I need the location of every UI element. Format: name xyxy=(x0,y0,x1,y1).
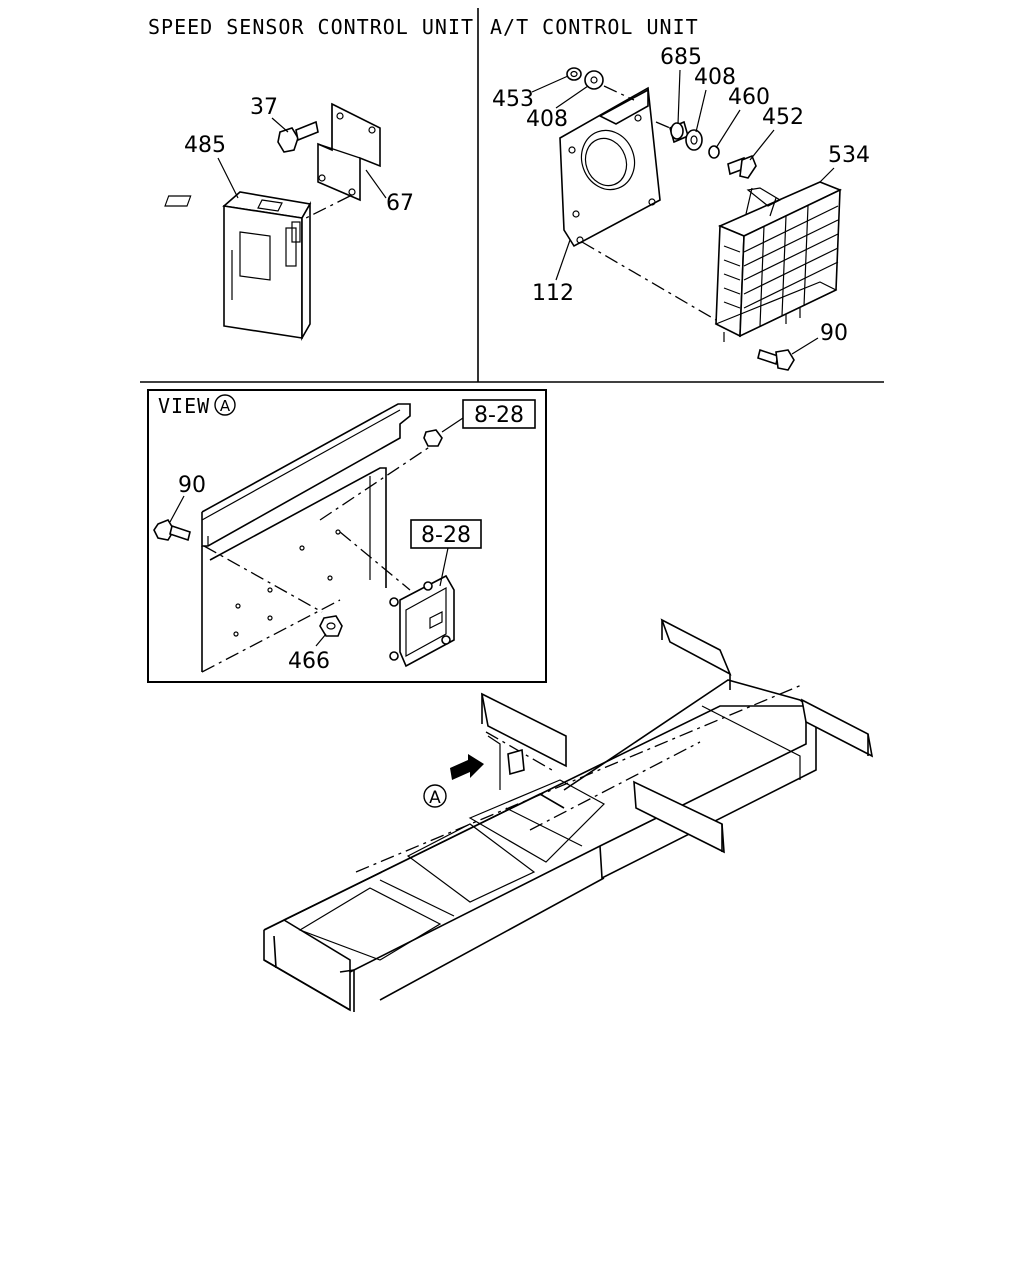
arrow-marker-letter: A xyxy=(429,788,441,808)
ref-box-top[interactable]: 8-28 xyxy=(462,399,536,429)
part-452-label: 452 xyxy=(762,105,804,130)
speed-sensor-unit-view xyxy=(389,574,455,668)
view-marker-circle xyxy=(214,394,236,416)
part-485-label: 485 xyxy=(184,133,226,158)
collar-685 xyxy=(669,120,689,144)
part-37-label: 37 xyxy=(250,95,278,120)
part-408-left-label: 408 xyxy=(526,107,568,132)
bolt-452 xyxy=(727,154,757,179)
view-marker-letter: A xyxy=(220,397,231,415)
part-67-label: 67 xyxy=(386,191,414,216)
speed-sensor-control-unit xyxy=(164,191,312,342)
bracket-67 xyxy=(317,102,381,202)
washer-460 xyxy=(708,145,720,159)
bolt-37 xyxy=(277,120,319,153)
at-control-title: A/T CONTROL UNIT xyxy=(490,15,699,39)
part-460-label: 460 xyxy=(728,85,770,110)
frame-rail-view xyxy=(201,403,411,672)
view-a-frame xyxy=(147,389,547,683)
bracket-112 xyxy=(559,86,661,248)
part-90-upper-label: 90 xyxy=(820,321,848,346)
svg-text:8-28: 8-28 xyxy=(474,403,524,428)
nut-466 xyxy=(319,615,343,637)
nut-view-top xyxy=(423,429,443,447)
washer-408-left xyxy=(584,70,604,90)
svg-text:8-28: 8-28 xyxy=(421,523,471,548)
part-685-label: 685 xyxy=(660,45,702,70)
part-112-label: 112 xyxy=(532,281,574,306)
bolt-90-upper xyxy=(757,348,795,371)
bolt-90-view xyxy=(153,519,191,542)
at-control-unit-534 xyxy=(714,181,842,342)
part-466-label: 466 xyxy=(288,649,330,674)
chassis-frame xyxy=(263,618,874,1012)
ref-box-lower[interactable]: 8-28 xyxy=(410,519,482,549)
view-direction-arrow xyxy=(450,754,484,780)
washer-408-right xyxy=(685,129,703,151)
view-label: VIEW xyxy=(158,394,210,418)
part-534-label: 534 xyxy=(828,143,870,168)
part-408-right-label: 408 xyxy=(694,65,736,90)
nut-453 xyxy=(566,67,582,81)
arrow-marker-circle xyxy=(423,784,447,808)
part-453-label: 453 xyxy=(492,87,534,112)
part-90-view-label: 90 xyxy=(178,473,206,498)
speed-sensor-title: SPEED SENSOR CONTROL UNIT xyxy=(148,15,474,39)
